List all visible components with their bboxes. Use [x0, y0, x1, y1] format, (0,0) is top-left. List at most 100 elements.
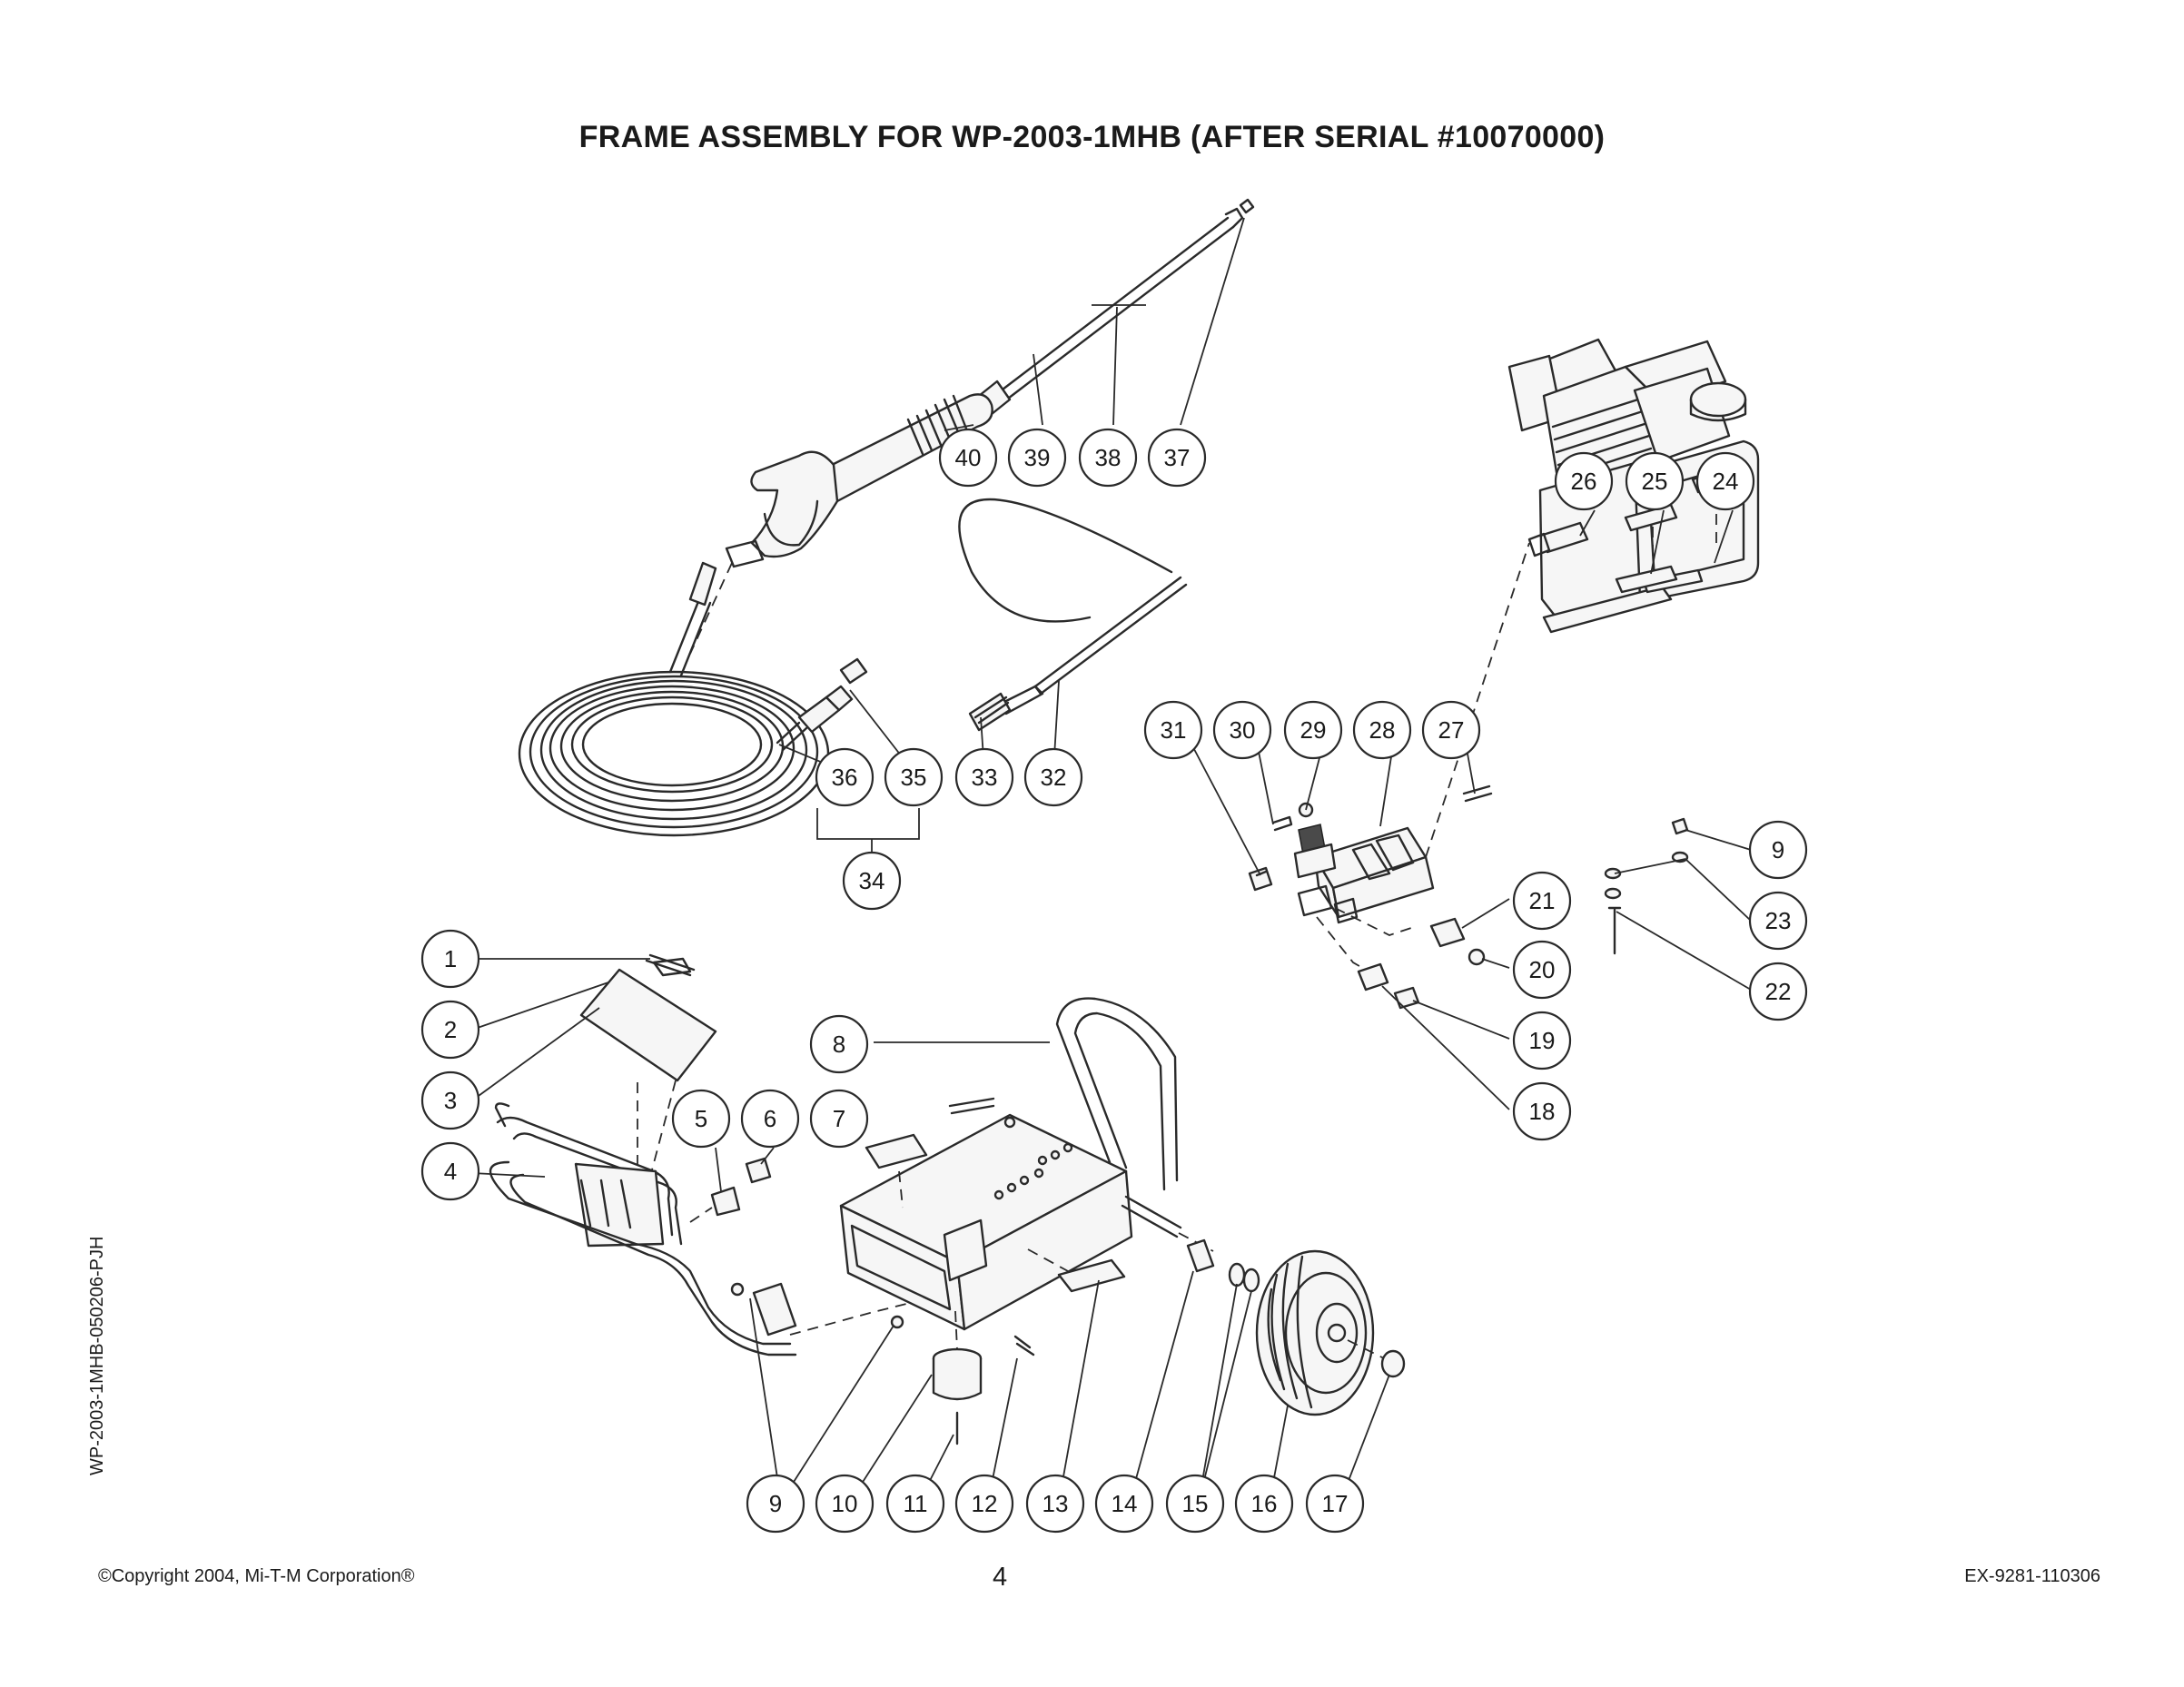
svg-text:23: 23 — [1765, 907, 1792, 934]
decal-25 — [1615, 565, 1678, 594]
engine-bolt-22 — [1607, 906, 1622, 955]
foot-10-body — [932, 1358, 983, 1401]
callout-9-engine: 9 — [1748, 820, 1808, 880]
page-title: FRAME ASSEMBLY FOR WP-2003-1MHB (AFTER S… — [578, 120, 1606, 154]
svg-text:3: 3 — [444, 1087, 457, 1114]
svg-text:29: 29 — [1300, 716, 1327, 744]
fitting-21 — [1429, 917, 1466, 948]
svg-text:30: 30 — [1230, 716, 1256, 744]
svg-text:18: 18 — [1529, 1098, 1556, 1125]
callout-36: 36 — [815, 747, 875, 807]
callout-5: 5 — [671, 1089, 731, 1149]
fitting-5 — [710, 1186, 741, 1217]
callout-1: 1 — [420, 929, 480, 989]
callout-7: 7 — [809, 1089, 869, 1149]
svg-text:37: 37 — [1164, 444, 1191, 471]
nut-9-frame — [890, 1315, 904, 1329]
washer-15b — [1242, 1268, 1260, 1293]
screw-1 — [645, 953, 696, 977]
svg-text:12: 12 — [972, 1490, 998, 1517]
callout-32: 32 — [1023, 747, 1083, 807]
callout-25: 25 — [1625, 451, 1685, 511]
base-frame — [839, 997, 1182, 1331]
callout-28: 28 — [1352, 700, 1412, 760]
callout-31: 31 — [1143, 700, 1203, 760]
svg-text:32: 32 — [1041, 764, 1067, 791]
callout-29: 29 — [1283, 700, 1343, 760]
decal-13-dash — [1027, 1248, 1069, 1272]
callout-16: 16 — [1234, 1474, 1294, 1534]
svg-text:21: 21 — [1529, 887, 1556, 914]
handle-frame — [489, 1102, 797, 1357]
high-pressure-hose — [518, 561, 868, 837]
svg-text:16: 16 — [1251, 1490, 1278, 1517]
svg-text:31: 31 — [1161, 716, 1187, 744]
fitting-6 — [745, 1157, 772, 1184]
svg-text:2: 2 — [444, 1016, 457, 1043]
washer-23b — [1604, 867, 1622, 880]
callout-33: 33 — [954, 747, 1014, 807]
svg-text:11: 11 — [904, 1490, 928, 1517]
pump-assembly — [1248, 784, 1493, 924]
callout-22: 22 — [1748, 962, 1808, 1021]
callout-10: 10 — [815, 1474, 875, 1534]
svg-text:34: 34 — [859, 867, 885, 894]
pump-engine-dash — [1425, 542, 1530, 858]
svg-text:25: 25 — [1642, 468, 1668, 495]
svg-text:9: 9 — [1772, 836, 1784, 863]
svg-text:35: 35 — [901, 764, 927, 791]
svg-text:40: 40 — [955, 444, 982, 471]
callout-2: 2 — [420, 1000, 480, 1060]
svg-text:24: 24 — [1713, 468, 1739, 495]
svg-text:8: 8 — [833, 1031, 845, 1058]
callout-20: 20 — [1512, 940, 1572, 1000]
svg-text:39: 39 — [1024, 444, 1051, 471]
svg-text:22: 22 — [1765, 978, 1792, 1005]
svg-text:10: 10 — [832, 1490, 858, 1517]
svg-text:14: 14 — [1112, 1490, 1138, 1517]
callout-3: 3 — [420, 1070, 480, 1130]
svg-text:4: 4 — [444, 1158, 457, 1185]
callout-4: 4 — [420, 1141, 480, 1201]
callout-19: 19 — [1512, 1011, 1572, 1070]
pump-fitting-dash-a — [1334, 907, 1418, 936]
callout-18: 18 — [1512, 1081, 1572, 1141]
callout-17: 17 — [1305, 1474, 1365, 1534]
svg-text:33: 33 — [972, 764, 998, 791]
fitting-19 — [1393, 986, 1420, 1010]
hubcap-dash — [1347, 1339, 1385, 1359]
chemical-injector-hose — [958, 498, 1188, 732]
svg-text:15: 15 — [1182, 1490, 1209, 1517]
svg-text:9: 9 — [769, 1490, 782, 1517]
callout-40: 40 — [938, 428, 998, 488]
callout-13: 13 — [1025, 1474, 1085, 1534]
callout-8: 8 — [809, 1014, 869, 1074]
engine-nut-9 — [1671, 817, 1689, 835]
svg-text:7: 7 — [833, 1105, 845, 1132]
callout-35: 35 — [884, 747, 944, 807]
callout-26: 26 — [1554, 451, 1614, 511]
svg-text:20: 20 — [1529, 956, 1556, 983]
callout-15: 15 — [1165, 1474, 1225, 1534]
svg-text:27: 27 — [1438, 716, 1465, 744]
hubcap-17 — [1380, 1349, 1406, 1378]
svg-text:1: 1 — [444, 945, 457, 972]
svg-text:19: 19 — [1529, 1027, 1556, 1054]
washer-15a — [1228, 1262, 1246, 1287]
svg-text:5: 5 — [695, 1105, 707, 1132]
pump-fitting-dash-b — [1316, 916, 1376, 976]
callout-38: 38 — [1078, 428, 1138, 488]
o-ring-20 — [1468, 948, 1486, 966]
svg-text:28: 28 — [1369, 716, 1396, 744]
document-code: EX-9281-110306 — [1964, 1566, 2100, 1586]
decal-7 — [865, 1133, 928, 1169]
callout-34: 34 — [842, 851, 902, 911]
shield-plate — [579, 957, 717, 1178]
callout-27: 27 — [1421, 700, 1481, 760]
screw-12 — [1013, 1335, 1035, 1357]
svg-text:6: 6 — [764, 1105, 776, 1132]
callout-30: 30 — [1212, 700, 1272, 760]
svg-text:17: 17 — [1322, 1490, 1349, 1517]
